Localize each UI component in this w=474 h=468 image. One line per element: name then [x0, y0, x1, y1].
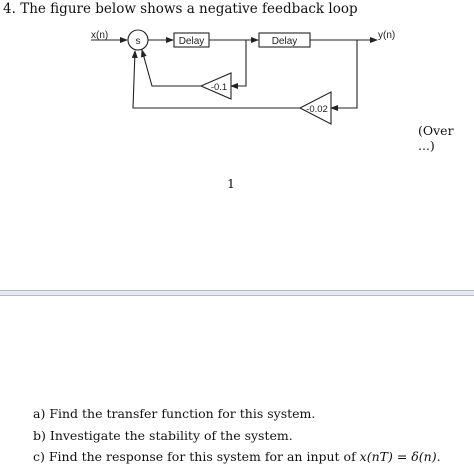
delay-block-1	[173, 32, 210, 48]
question-header: 4. The figure below shows a negative fee…	[3, 1, 358, 17]
gain-outer-label: -0.02	[306, 104, 328, 115]
part-letter: a)	[33, 406, 46, 421]
summing-node	[127, 29, 149, 51]
page-separator	[0, 290, 474, 296]
part-text-end: .	[436, 449, 441, 464]
question-parts: a) Find the transfer function for this s…	[33, 403, 441, 468]
part-text: Find the transfer function for this syst…	[49, 406, 316, 421]
page-number: 1	[227, 176, 235, 191]
gain-inner-label: -0.1	[211, 82, 227, 93]
delay-block-2	[258, 32, 311, 48]
part-a: a) Find the transfer function for this s…	[33, 403, 441, 425]
inner-tap-line	[230, 40, 247, 89]
math-expression: x(nT) = δ(n)	[359, 449, 437, 464]
part-text: Investigate the stability of the system.	[49, 427, 293, 443]
summing-node-label: s	[136, 36, 141, 47]
question-number: 4.	[3, 1, 16, 17]
inner-feedback-line	[140, 49, 201, 87]
gain-triangle-outer	[298, 91, 332, 125]
outer-feedback-line	[131, 50, 300, 109]
part-letter: b)	[33, 427, 46, 443]
gain-triangle-inner	[199, 72, 232, 100]
part-letter: c)	[33, 449, 45, 464]
feedback-loop-diagram: s Delay Delay -0.1 -0.02 x(n) y(n)	[91, 29, 395, 125]
output-label: y(n)	[378, 30, 395, 41]
part-text: Find the response for this system for an…	[48, 449, 360, 464]
question-statement: The figure below shows a negative feedba…	[20, 1, 358, 17]
over-note: (Over ...)	[418, 123, 454, 153]
part-b: b) Investigate the stability of the syst…	[33, 425, 441, 447]
delay-block-1-label: Delay	[179, 36, 205, 47]
delay-block-2-label: Delay	[272, 36, 298, 47]
part-c: c) Find the response for this system for…	[33, 446, 441, 468]
input-label: x(n)	[91, 30, 108, 41]
outer-tap-line	[330, 40, 358, 111]
